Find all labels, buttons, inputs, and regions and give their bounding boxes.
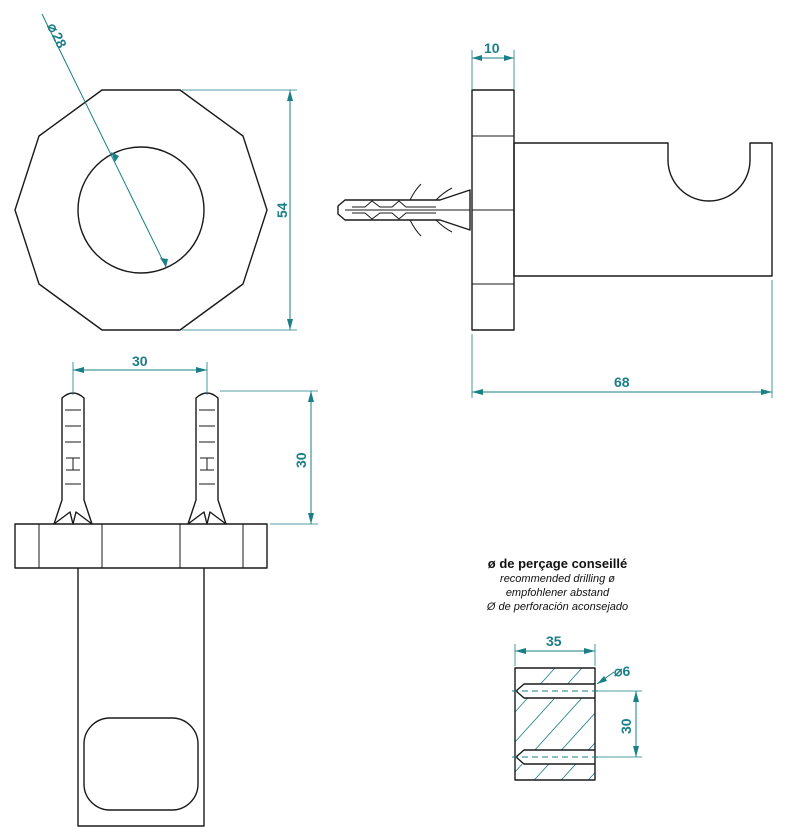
side-depth-label: 68 [614, 374, 630, 390]
front-diameter-label: ⌀28 [44, 20, 70, 51]
front-view-decagon-outline [14, 89, 268, 331]
side-hook-body [513, 142, 773, 277]
drilling-note-title: ø de perçage conseillé [487, 556, 628, 571]
top-wall-plate [14, 523, 268, 569]
front-view-center-hole [77, 146, 205, 274]
height-arrow-bottom [287, 319, 293, 330]
top-left-wall-plug [53, 392, 93, 525]
drill-depth-label: 35 [546, 633, 562, 649]
top-plug-spacing-label: 30 [132, 353, 148, 369]
front-height-label: 54 [274, 202, 290, 218]
side-wall-plug [337, 183, 471, 237]
front-view: ⌀28 54 [14, 13, 297, 331]
drilling-note-line-es: Ø de perforación aconsejado [486, 601, 629, 613]
drilling-note-line-de: empfohlener abstand [505, 587, 610, 599]
top-right-wall-plug [187, 392, 227, 525]
top-hook-notch [83, 717, 199, 811]
side-view: 10 68 [337, 40, 773, 398]
diameter-arrow-bottom [160, 258, 168, 267]
drilling-note-line-en: recommended drilling ø [500, 573, 615, 585]
height-arrow-top [287, 90, 293, 101]
diameter-arrow-top [111, 152, 119, 162]
drill-diameter-label: ⌀6 [614, 663, 630, 679]
diameter-leader-line [41, 13, 167, 268]
drilling-block [514, 667, 596, 781]
drill-spacing-label: 30 [618, 718, 634, 734]
top-plug-length-label: 30 [293, 452, 309, 468]
top-hook-body [77, 568, 205, 827]
side-plate-thickness-label: 10 [484, 40, 500, 56]
drilling-detail: 35 ⌀6 30 [512, 633, 642, 781]
top-view: 30 30 [14, 353, 318, 827]
